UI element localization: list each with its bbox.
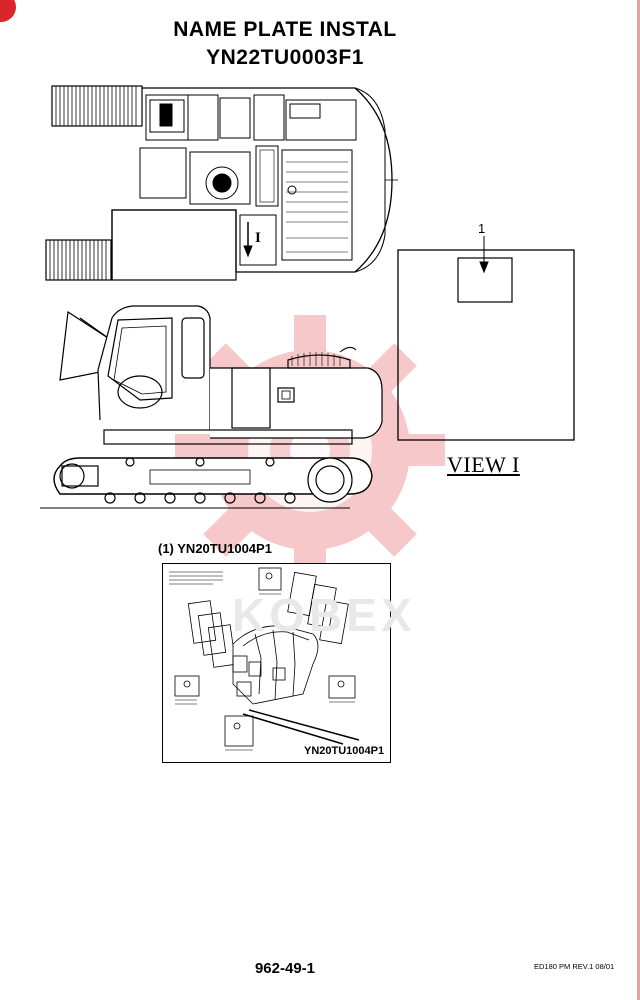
page-number: 962-49-1 — [254, 960, 316, 977]
callout-number: 1 — [478, 221, 486, 236]
watermark-text: KOBEX — [232, 589, 416, 641]
page-title: NAME PLATE INSTAL — [173, 18, 397, 41]
page-edge — [637, 0, 640, 1000]
inset-caption: (1) YN20TU1004P1 — [158, 541, 272, 556]
inset-frame: YN20TU1004P1 — [162, 563, 391, 763]
corner-red-mark — [0, 0, 16, 22]
revision-label: ED180 PM REV.1 08/01 — [534, 962, 615, 971]
section-marker: I — [255, 230, 261, 246]
view-label: VIEW I — [447, 452, 520, 477]
name-plate-location — [457, 257, 513, 303]
part-number: YN22TU0003F1 — [206, 46, 364, 69]
inset-code: YN20TU1004P1 — [304, 745, 385, 757]
inset-drawing — [169, 567, 360, 751]
